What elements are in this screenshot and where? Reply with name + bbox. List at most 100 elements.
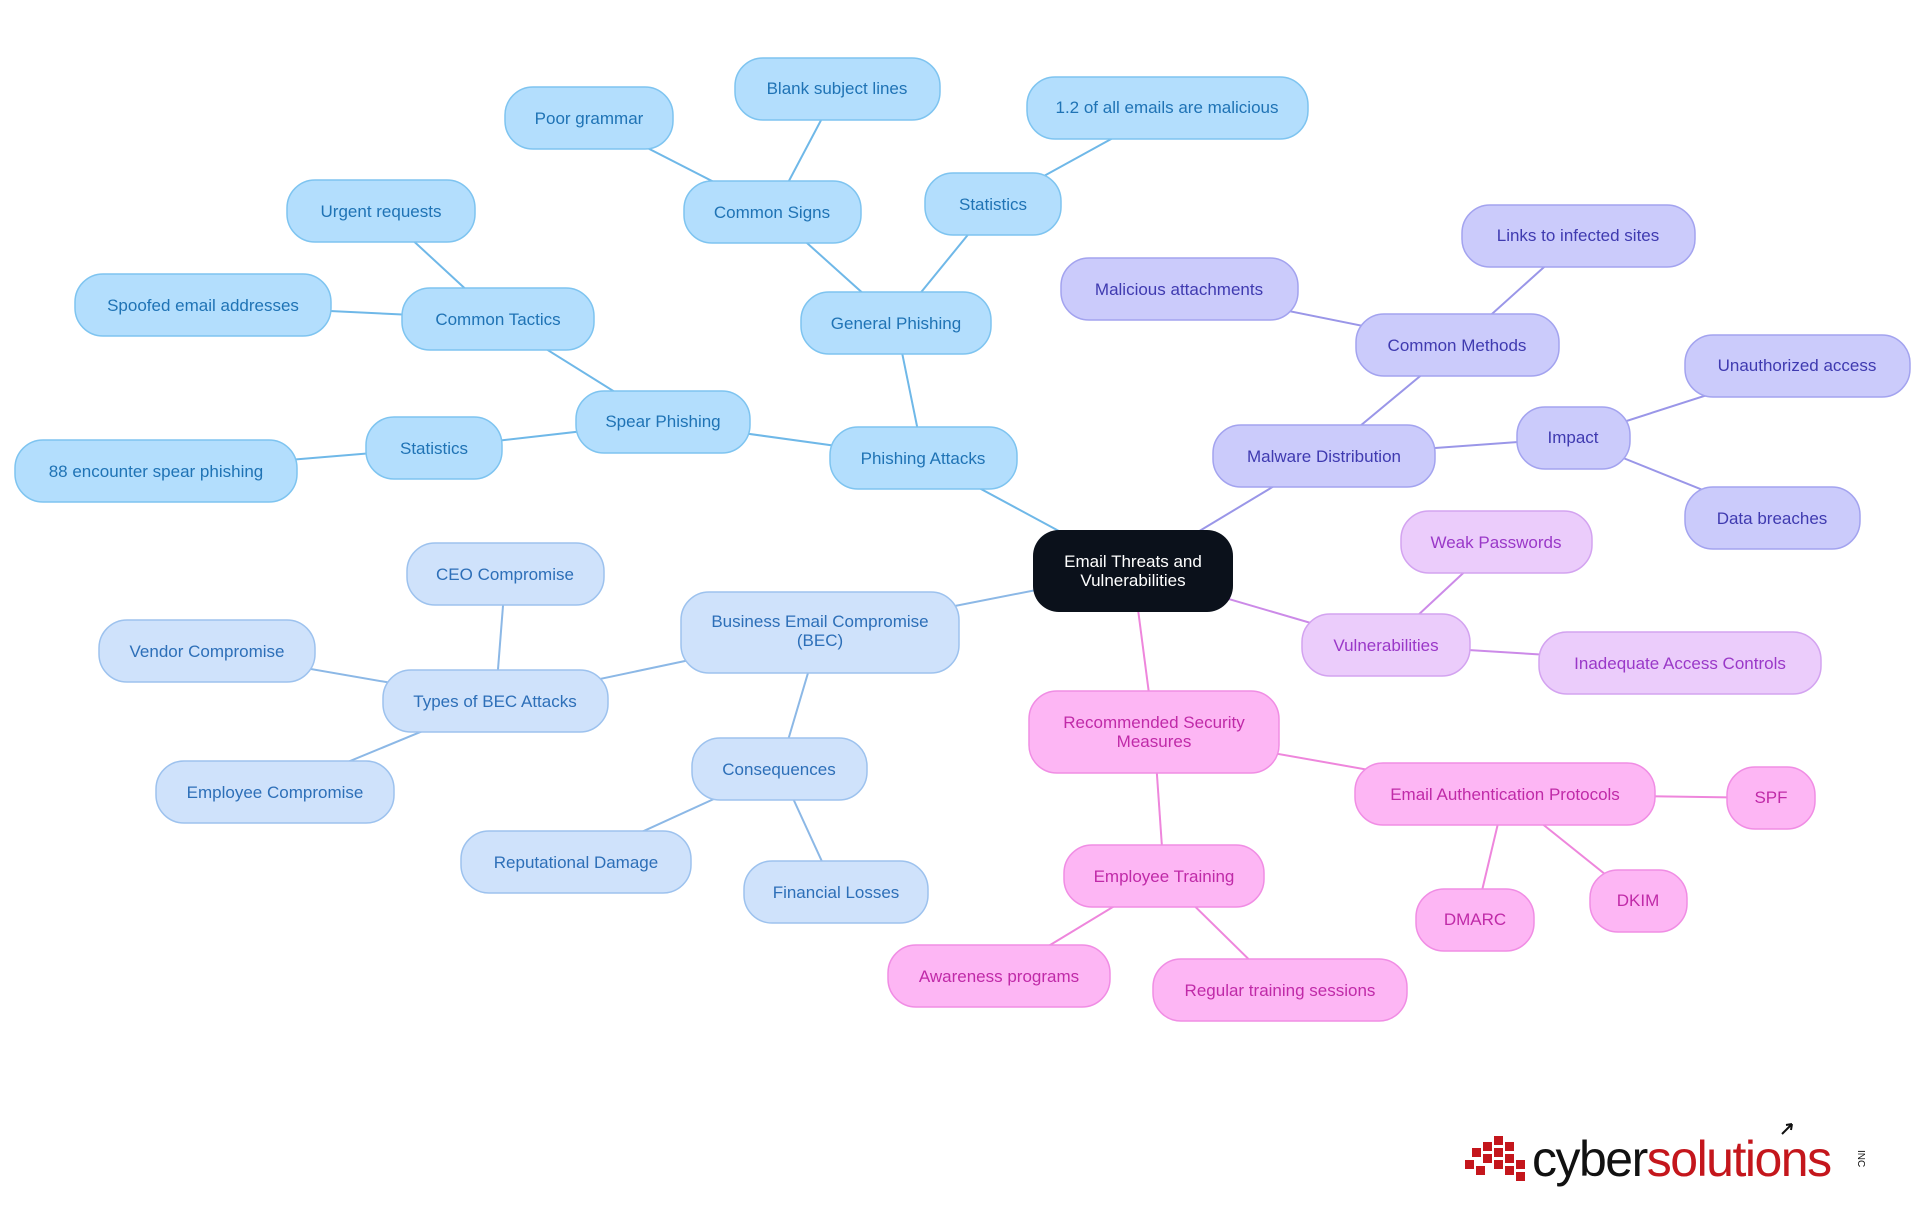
links-to-infected-sites-label: Links to infected sites [1497, 226, 1660, 245]
bec-label-line-2: (BEC) [797, 631, 843, 650]
impact-node[interactable]: Impact [1516, 406, 1631, 470]
node-box [382, 669, 609, 733]
node-box [829, 426, 1018, 490]
node-box [1726, 766, 1816, 830]
dkim-node[interactable]: DKIM [1589, 869, 1688, 933]
employee-training-node[interactable]: Employee Training [1063, 844, 1265, 908]
ceo-compromise-node[interactable]: CEO Compromise [406, 542, 605, 606]
spoofed-email-addresses-label: Spoofed email addresses [107, 296, 299, 315]
root-node[interactable]: Email Threats and Vulnerabilities [1033, 530, 1233, 612]
phishing-attacks-node[interactable]: Phishing Attacks [829, 426, 1018, 490]
common-methods-node[interactable]: Common Methods [1355, 313, 1560, 377]
urgent-requests-label: Urgent requests [321, 202, 442, 221]
node-box [924, 172, 1062, 236]
data-breaches-node[interactable]: Data breaches [1684, 486, 1861, 550]
malicious-attachments-node[interactable]: Malicious attachments [1060, 257, 1299, 321]
reputational-damage-label: Reputational Damage [494, 853, 658, 872]
common-tactics-label: Common Tactics [435, 310, 560, 329]
logo-wordmark: cybersolutions [1532, 1131, 1831, 1187]
node-box [365, 416, 503, 480]
logo-wordmark-solutions: solutions [1647, 1131, 1831, 1187]
node-box [1415, 888, 1535, 952]
general-phishing-statistics-label: Statistics [959, 195, 1027, 214]
unauthorized-access-node[interactable]: Unauthorized access [1684, 334, 1911, 398]
logo-pixel [1494, 1148, 1503, 1157]
impact-label: Impact [1547, 428, 1598, 447]
cybersolutions-logo: cybersolutions INC [1465, 1123, 1866, 1187]
regular-training-sessions-node[interactable]: Regular training sessions [1152, 958, 1408, 1022]
employee-compromise-node[interactable]: Employee Compromise [155, 760, 395, 824]
vulnerabilities-label: Vulnerabilities [1333, 636, 1438, 655]
blank-subject-lines-node[interactable]: Blank subject lines [734, 57, 941, 121]
inadequate-access-controls-label: Inadequate Access Controls [1574, 654, 1786, 673]
spoofed-email-addresses-node[interactable]: Spoofed email addresses [74, 273, 332, 337]
logo-pixel [1476, 1166, 1485, 1175]
spear-phishing-statistics-label: Statistics [400, 439, 468, 458]
urgent-requests-node[interactable]: Urgent requests [286, 179, 476, 243]
spear-phishing-statistics-node[interactable]: Statistics [365, 416, 503, 480]
links-to-infected-sites-node[interactable]: Links to infected sites [1461, 204, 1696, 268]
node-box [98, 619, 316, 683]
inadequate-access-controls-node[interactable]: Inadequate Access Controls [1538, 631, 1822, 695]
awareness-programs-node[interactable]: Awareness programs [887, 944, 1111, 1008]
node-box [1538, 631, 1822, 695]
logo-pixel-mark [1465, 1136, 1525, 1181]
common-tactics-node[interactable]: Common Tactics [401, 287, 595, 351]
root-node-line-1: Email Threats and [1064, 552, 1202, 571]
types-of-bec-attacks-label: Types of BEC Attacks [413, 692, 576, 711]
node-box [14, 439, 298, 503]
vendor-compromise-label: Vendor Compromise [130, 642, 285, 661]
weak-passwords-node[interactable]: Weak Passwords [1400, 510, 1593, 574]
spf-node[interactable]: SPF [1726, 766, 1816, 830]
common-signs-label: Common Signs [714, 203, 830, 222]
spf-label: SPF [1754, 788, 1787, 807]
node-box [1516, 406, 1631, 470]
logo-pixel [1483, 1154, 1492, 1163]
node-box [1026, 76, 1309, 140]
node-box [800, 291, 992, 355]
malware-distribution-label: Malware Distribution [1247, 447, 1401, 466]
spear-phishing-node[interactable]: Spear Phishing [575, 390, 751, 454]
general-phishing-label: General Phishing [831, 314, 961, 333]
88-encounter-spear-phishing-node[interactable]: 88 encounter spear phishing [14, 439, 298, 503]
types-of-bec-attacks-node[interactable]: Types of BEC Attacks [382, 669, 609, 733]
logo-pixel [1472, 1148, 1481, 1157]
node-box [734, 57, 941, 121]
dmarc-node[interactable]: DMARC [1415, 888, 1535, 952]
logo-pixel [1516, 1160, 1525, 1169]
bec-node[interactable]: Business Email Compromise(BEC) [680, 591, 960, 674]
poor-grammar-node[interactable]: Poor grammar [504, 86, 674, 150]
logo-pixel [1516, 1172, 1525, 1181]
node-box [691, 737, 868, 801]
malicious-email-rate-node[interactable]: 1.2 of all emails are malicious [1026, 76, 1309, 140]
vendor-compromise-node[interactable]: Vendor Compromise [98, 619, 316, 683]
node-box [1589, 869, 1688, 933]
financial-losses-label: Financial Losses [773, 883, 900, 902]
logo-pixel [1483, 1142, 1492, 1151]
employee-compromise-label: Employee Compromise [187, 783, 364, 802]
logo-pixel [1494, 1160, 1503, 1169]
vulnerabilities-node[interactable]: Vulnerabilities [1301, 613, 1471, 677]
security-label-line-1: Recommended Security [1063, 713, 1245, 732]
security-label-line-2: Measures [1117, 732, 1192, 751]
general-phishing-statistics-node[interactable]: Statistics [924, 172, 1062, 236]
reputational-damage-node[interactable]: Reputational Damage [460, 830, 692, 894]
node-box [743, 860, 929, 924]
financial-losses-node[interactable]: Financial Losses [743, 860, 929, 924]
node-box [1355, 313, 1560, 377]
node-box [401, 287, 595, 351]
node-box [1301, 613, 1471, 677]
malware-distribution-node[interactable]: Malware Distribution [1212, 424, 1436, 488]
blank-subject-lines-label: Blank subject lines [767, 79, 908, 98]
employee-training-label: Employee Training [1094, 867, 1235, 886]
node-box [575, 390, 751, 454]
malicious-attachments-label: Malicious attachments [1095, 280, 1263, 299]
consequences-node[interactable]: Consequences [691, 737, 868, 801]
general-phishing-node[interactable]: General Phishing [800, 291, 992, 355]
common-signs-node[interactable]: Common Signs [683, 180, 862, 244]
root-node-line-2: Vulnerabilities [1080, 571, 1185, 590]
logo-pixel [1465, 1160, 1474, 1169]
email-authentication-protocols-node[interactable]: Email Authentication Protocols [1354, 762, 1656, 826]
